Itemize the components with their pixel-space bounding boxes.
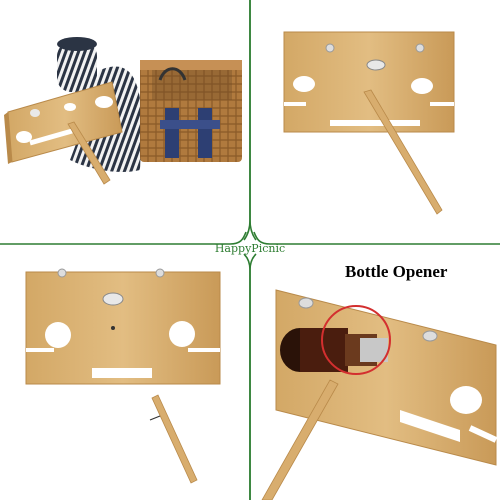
glass-hole-right [411,78,433,94]
table-stake [67,121,111,185]
photo-board-with-stake [283,31,455,215]
glass-hole [450,386,482,414]
glass-hole-left [45,322,71,348]
bottle-opener-metal [366,59,386,71]
photo-table-with-basket [4,37,242,185]
photo-board-disassembled [25,268,221,484]
highlight-circle [321,305,391,375]
blanket-roll [57,37,97,92]
bottle-opener-metal [102,292,124,306]
photo-bottle-opener-closeup: Bottle Opener [261,262,498,500]
bamboo-table-board [4,81,123,164]
glass-hole-right [169,321,195,347]
glass-hole-left [293,76,315,92]
stake [261,379,339,500]
bamboo-board [275,289,497,466]
stake [151,394,198,484]
stake [363,89,443,215]
brand-watermark: HappyPicnic [215,242,285,255]
wicker-basket [140,60,242,162]
bottle [280,328,388,372]
caption-bottle-opener: Bottle Opener [345,262,448,281]
